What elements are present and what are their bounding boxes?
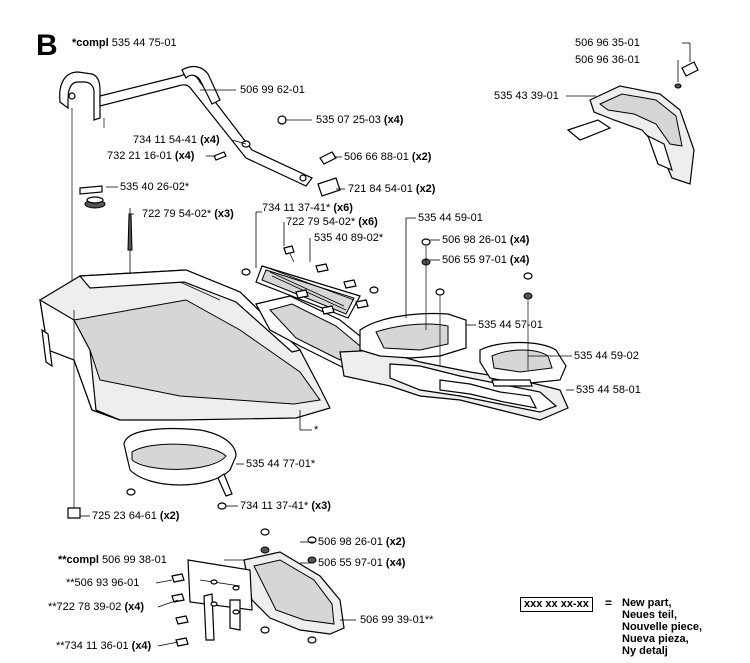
label-506-99-62-01: 506 99 62-01 bbox=[240, 84, 305, 96]
legend-line: Nueva pieza, bbox=[622, 633, 689, 645]
label-535-44-77-01: 535 44 77-01* bbox=[246, 458, 316, 470]
label-535-40-26-02: 535 40 26-02* bbox=[120, 181, 190, 193]
label-535-44-59-02: 535 44 59-02 bbox=[574, 350, 639, 362]
label-734-11-54-41: 734 11 54-41 (x4) bbox=[133, 134, 220, 146]
label-star: * bbox=[314, 424, 319, 436]
screws-middle bbox=[283, 238, 533, 370]
bottom-screws bbox=[171, 528, 317, 647]
label-506-55-97-01-x4: 506 55 97-01 (x4) bbox=[442, 254, 530, 266]
label-506-98-26-01-x2: 506 98 26-01 (x2) bbox=[318, 536, 406, 548]
label-506-93-96-01: **506 93 96-01 bbox=[66, 577, 140, 589]
label-535-44-58-01: 535 44 58-01 bbox=[576, 384, 641, 396]
label-734-11-37-41-x3: 734 11 37-41* (x3) bbox=[240, 500, 331, 512]
section-letter: B bbox=[36, 29, 58, 62]
legend-line: Ny detalj bbox=[622, 645, 668, 657]
label-722-79-54-02-x6: 722 79 54-02* (x6) bbox=[286, 216, 378, 228]
label-734-11-36-01: **734 11 36-01 (x4) bbox=[56, 640, 152, 652]
label-506-96-36-01: 506 96 36-01 bbox=[575, 54, 640, 66]
legend-code: xxx xx xx-xx bbox=[520, 597, 593, 612]
bottom-bracket bbox=[187, 559, 253, 641]
legend-line: Neues teil, bbox=[622, 609, 678, 621]
label-732-21-16-01: 732 21 16-01 (x4) bbox=[107, 150, 195, 162]
legend-line: New part, bbox=[622, 597, 672, 609]
label-506-66-88-01: 506 66 88-01 (x2) bbox=[344, 151, 432, 163]
label-535-44-59-01: 535 44 59-01 bbox=[418, 212, 483, 224]
legend-equals: = bbox=[605, 596, 613, 610]
bottom-cover bbox=[243, 551, 345, 635]
grille bbox=[255, 265, 361, 319]
rear-cover bbox=[566, 61, 699, 185]
label-535-44-57-01: 535 44 57-01 bbox=[478, 319, 543, 331]
knob bbox=[79, 185, 133, 300]
label-722-78-39-02: **722 78 39-02 (x4) bbox=[48, 601, 145, 613]
label-506-98-26-01-x4: 506 98 26-01 (x4) bbox=[442, 234, 530, 246]
tray bbox=[123, 427, 237, 497]
leader-lines bbox=[80, 42, 691, 647]
hood-body bbox=[39, 269, 331, 421]
label-compl-bottom: **compl 506 99 38-01 bbox=[58, 554, 167, 566]
label-506-55-97-01-bottom: 506 55 97-01 (x4) bbox=[318, 557, 406, 569]
label-compl-top: *compl 535 44 75-01 bbox=[72, 37, 177, 49]
label-535-43-39-01: 535 43 39-01 bbox=[494, 90, 559, 102]
label-535-40-89-02: 535 40 89-02* bbox=[314, 232, 384, 244]
dashboard bbox=[479, 341, 567, 387]
label-535-07-25-03: 535 07 25-03 (x4) bbox=[316, 114, 404, 126]
label-722-79-54-02-x3: 722 79 54-02* (x3) bbox=[142, 208, 234, 220]
legend-text: New part, Neues teil, Nouvelle piece, Nu… bbox=[622, 597, 702, 657]
handle-bar bbox=[59, 65, 313, 310]
label-734-11-37-41-x6: 734 11 37-41* (x6) bbox=[262, 202, 353, 214]
legend-line: Nouvelle piece, bbox=[622, 621, 703, 633]
front-cowl bbox=[339, 312, 569, 421]
label-725-23-64-61: 725 23 64-61 (x2) bbox=[92, 510, 180, 522]
label-721-84-54-01: 721 84 54-01 (x2) bbox=[348, 183, 436, 195]
bolt-left bbox=[67, 268, 251, 519]
handle-hardware bbox=[213, 115, 341, 197]
label-506-99-39-01: 506 99 39-01** bbox=[360, 614, 434, 626]
label-506-96-35-01: 506 96 35-01 bbox=[575, 37, 640, 49]
